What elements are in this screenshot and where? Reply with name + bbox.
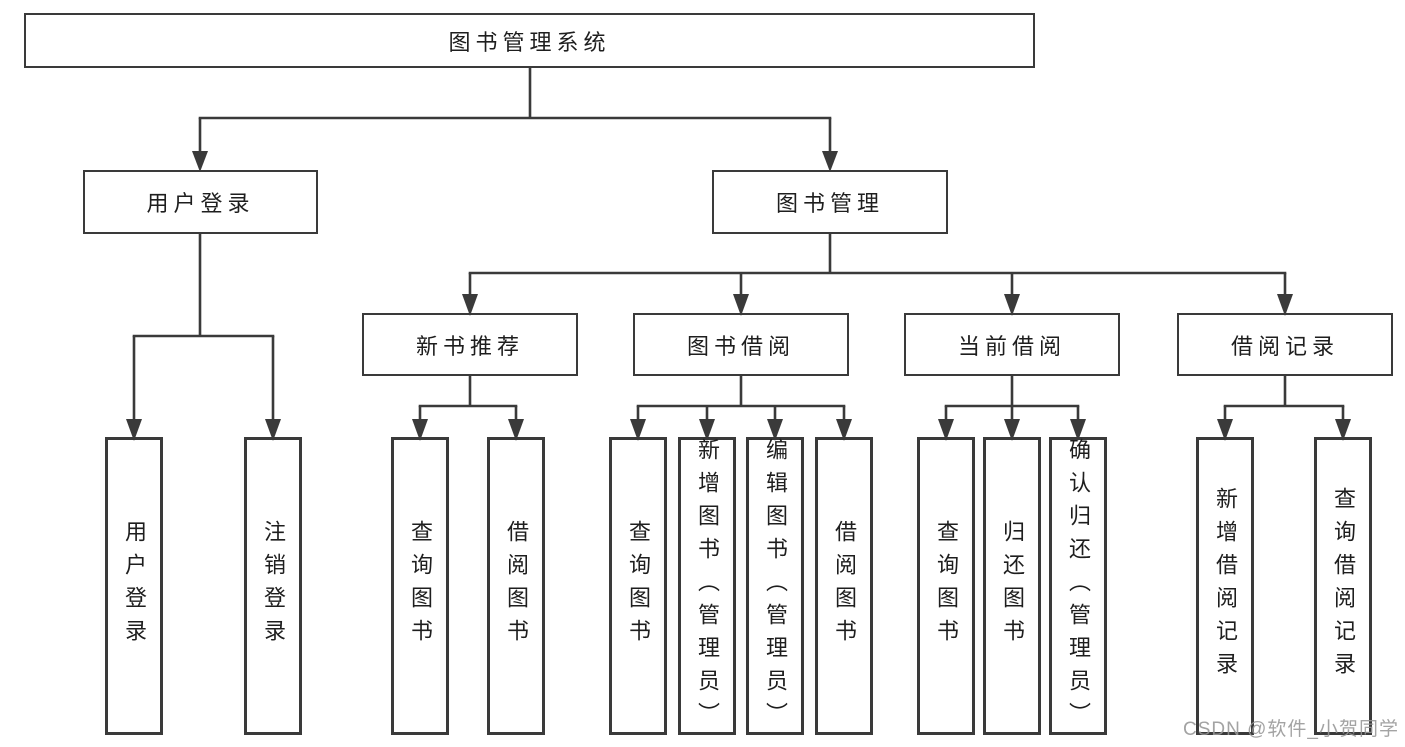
leaf-user-login: 用户登录 (105, 437, 163, 735)
node-book-management: 图书管理 (712, 170, 948, 234)
leaf-logout: 注销登录 (244, 437, 302, 735)
node-current-borrow: 当前借阅 (904, 313, 1120, 376)
node-library-management-system: 图书管理系统 (24, 13, 1035, 68)
csdn-watermark: CSDN @软件_小贺同学 (1183, 719, 1399, 740)
leaf-confirm-return-admin: 确认归还（管理员） (1049, 437, 1107, 735)
leaf-query-books-recommend: 查询图书 (391, 437, 449, 735)
leaf-query-borrow-record: 查询借阅记录 (1314, 437, 1372, 735)
leaf-edit-book-admin: 编辑图书（管理员） (746, 437, 804, 735)
leaf-query-books-borrow: 查询图书 (609, 437, 667, 735)
leaf-add-borrow-record: 新增借阅记录 (1196, 437, 1254, 735)
leaf-query-books-current: 查询图书 (917, 437, 975, 735)
node-user-login: 用户登录 (83, 170, 318, 234)
leaf-return-book: 归还图书 (983, 437, 1041, 735)
node-new-book-recommend: 新书推荐 (362, 313, 578, 376)
node-borrow-records: 借阅记录 (1177, 313, 1393, 376)
leaf-borrow-books-recommend: 借阅图书 (487, 437, 545, 735)
leaf-add-book-admin: 新增图书（管理员） (678, 437, 736, 735)
leaf-borrow-books: 借阅图书 (815, 437, 873, 735)
node-book-borrow: 图书借阅 (633, 313, 849, 376)
